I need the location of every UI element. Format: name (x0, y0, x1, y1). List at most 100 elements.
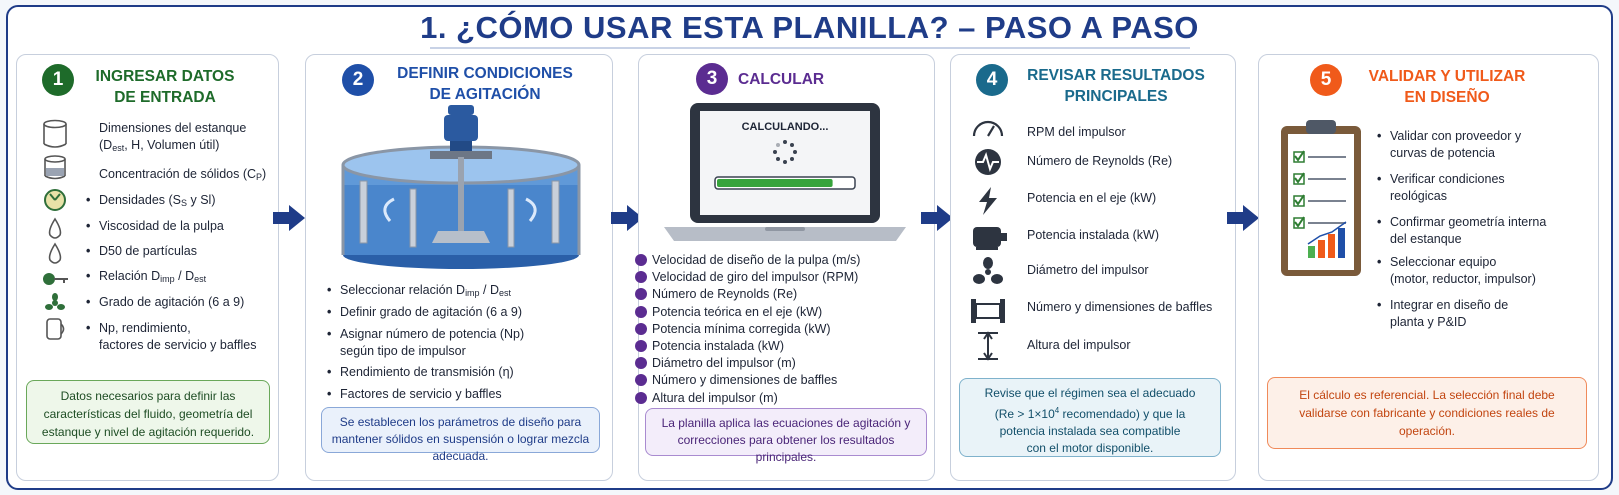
step-title-1-line1: INGRESAR DATOS (95, 68, 235, 85)
impeller-fan-icon (45, 293, 65, 310)
calc-result-item: Número y dimensiones de baffles (635, 372, 837, 388)
step1-item-d50: D50 de partículas (86, 243, 197, 260)
calc-result-item: Potencia mínima corregida (kW) (635, 321, 831, 337)
flow-arrows (383, 197, 537, 222)
flow-arrow-2 (611, 205, 643, 231)
step1-item-viscosity: Viscosidad de la pulpa (86, 218, 224, 235)
calc-result-item: Altura del impulsor (m) (635, 390, 778, 406)
step-title-3: CALCULAR (738, 71, 825, 88)
ratio-key-icon (43, 273, 68, 285)
step-title-5-line2: EN DISEÑO (1404, 89, 1490, 106)
step-number-3: 3 (696, 63, 728, 95)
tank-solids-icon (44, 155, 66, 180)
laptop-base (664, 227, 906, 241)
particle-drop-icon (48, 242, 62, 264)
calc-result-item: Número de Reynolds (Re) (635, 286, 797, 302)
speedometer-icon (972, 120, 1004, 137)
viscosity-drop-icon (48, 217, 62, 239)
step2-note: Se establecen los parámetros de diseño p… (321, 407, 600, 463)
result-bullet-icon (635, 391, 647, 404)
tank-baffles (359, 180, 560, 248)
step-title-2: DEFINIR CONDICIONES DE AGITACIÓN (380, 63, 590, 105)
step4-icon-column (971, 120, 1007, 361)
step4-item-diameter: Diámetro del impulsor (1027, 263, 1149, 277)
step1-item-densities: Densidades (SS y Sl) (86, 192, 215, 212)
step4-item-rpm: RPM del impulsor (1027, 125, 1126, 139)
step4-item-installed-power: Potencia instalada (kW) (1027, 228, 1160, 242)
motor-icon (973, 227, 1007, 250)
step1-item-solids: Concentración de sólidos (CP) (99, 167, 267, 182)
result-bullet-icon (635, 305, 647, 318)
motor-drive (430, 105, 492, 159)
step4-item-height: Altura del impulsor (1027, 338, 1131, 352)
step-title-5: VALIDAR Y UTILIZAR EN DISEÑO (1352, 66, 1542, 108)
clipboard-checklist-icon (1281, 120, 1361, 276)
density-gauge-icon (44, 189, 66, 211)
step4-item-shaft-power: Potencia en el eje (kW) (1027, 191, 1157, 205)
loading-spinner-icon (773, 140, 797, 164)
step1-item-agitation: Grado de agitación (6 a 9) (86, 294, 244, 311)
mini-bar-chart-icon (1307, 221, 1347, 258)
result-bullet-icon (635, 357, 647, 370)
step-title-4-line2: PRINCIPALES (1064, 88, 1168, 105)
progress-fill (717, 179, 833, 187)
step2-item-efficiency: Rendimiento de transmisión (η) (327, 364, 514, 381)
step5-note: El cálculo es referencial. La selección … (1267, 377, 1587, 449)
step-title-2-line1: DEFINIR CONDICIONES (397, 65, 573, 82)
step-number-4: 4 (976, 64, 1008, 96)
step4-note: Revise que el régimen sea el adecuado (R… (959, 378, 1221, 457)
pulse-icon (975, 149, 1001, 175)
step2-item-factors: Factores de servicio y baffles (327, 386, 502, 403)
step-number-2: 2 (342, 64, 374, 96)
title-divider (430, 47, 1190, 49)
laptop-screen-text: CALCULANDO... (741, 121, 829, 133)
agitation-tank-illustration (341, 105, 581, 269)
laptop-illustration (664, 103, 906, 241)
step-number-5: 5 (1310, 64, 1342, 96)
step4-item-reynolds: Número de Reynolds (Re) (1027, 154, 1173, 168)
step1-item-dimensions: Dimensiones del estanque (Dest, H, Volum… (99, 121, 247, 153)
checklist-items (1293, 150, 1346, 229)
lightning-icon (979, 187, 997, 215)
step1-icon-column (43, 119, 68, 340)
step-number-1: 1 (42, 64, 74, 96)
page-title: 1. ¿CÓMO USAR ESTA PLANILLA? – PASO A PA… (420, 10, 1199, 45)
calc-result-item: Diámetro del impulsor (m) (635, 355, 796, 371)
height-icon (978, 331, 998, 361)
step2-item-ratio: Seleccionar relación Dimp / Dest (327, 282, 511, 302)
result-bullet-icon (635, 340, 647, 352)
propeller-icon (973, 257, 1003, 284)
impeller-shaft (432, 157, 490, 243)
step-title-4: REVISAR RESULTADOS PRINCIPALES (1016, 65, 1216, 107)
calc-result-item: Potencia instalada (kW) (635, 338, 784, 354)
step1-note: Datos necesarios para definir las caract… (26, 380, 270, 444)
flow-arrow-3 (921, 205, 953, 231)
result-bullet-icon (635, 288, 647, 301)
step-title-4-line1: REVISAR RESULTADOS (1027, 67, 1205, 84)
flow-arrow-1 (273, 205, 305, 231)
step-title-2-line2: DE AGITACIÓN (429, 86, 541, 103)
calc-result-item: Velocidad de giro del impulsor (RPM) (635, 269, 858, 285)
result-bullet-icon (635, 374, 647, 387)
calc-result-item: Potencia teórica en el eje (kW) (635, 304, 822, 320)
flow-arrow-4 (1227, 205, 1259, 231)
step-title-5-line1: VALIDAR Y UTILIZAR (1368, 68, 1526, 85)
step2-item-np: Asignar número de potencia (Np) según ti… (327, 326, 524, 360)
tank-dimensions-icon (43, 119, 67, 148)
step5-item-equipment: Seleccionar equipo(motor, reductor, impu… (1377, 254, 1536, 288)
baffles-icon (971, 299, 1005, 323)
step-title-1: INGRESAR DATOS DE ENTRADA (80, 66, 250, 108)
step4-item-baffles: Número y dimensiones de baffles (1027, 300, 1213, 314)
factors-icon (46, 318, 65, 340)
result-bullet-icon (635, 322, 647, 335)
step2-item-agitation: Definir grado de agitación (6 a 9) (327, 304, 522, 321)
step1-item-factors: Np, rendimiento, factores de servicio y … (86, 320, 257, 354)
step-title-1-line2: DE ENTRADA (114, 89, 216, 106)
result-bullet-icon (635, 271, 647, 284)
step1-item-ratio: Relación Dimp / Dest (86, 268, 206, 288)
result-bullet-icon (635, 254, 647, 266)
